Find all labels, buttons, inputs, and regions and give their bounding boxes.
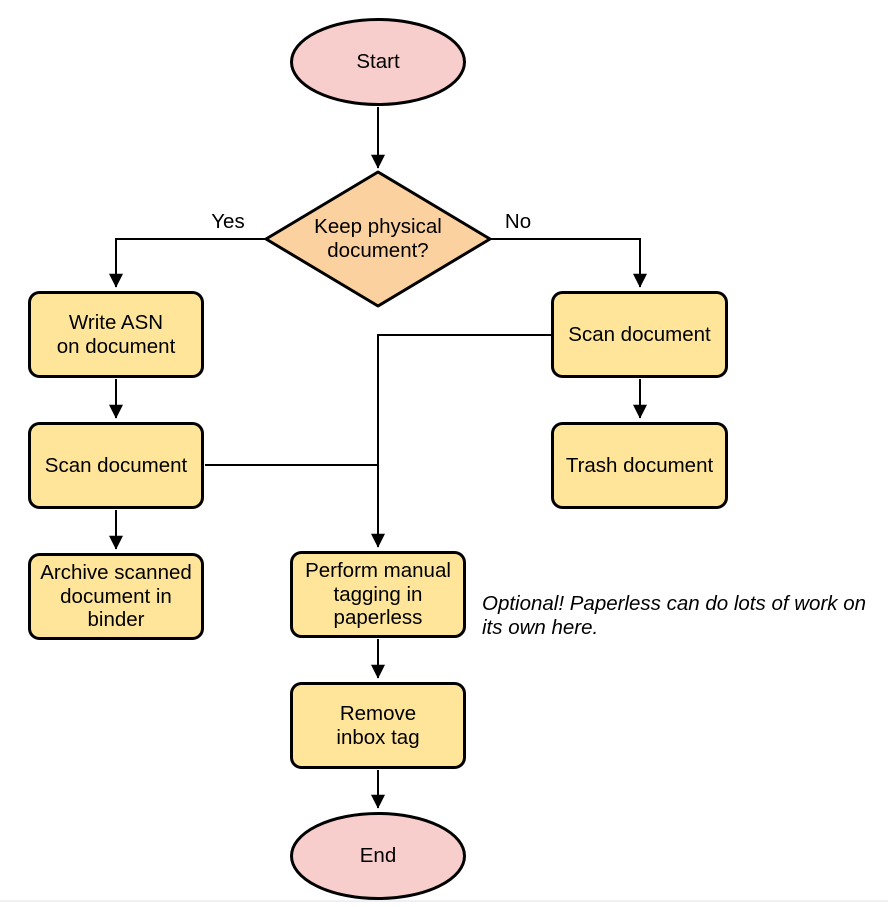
edge-scanright-to-tagging [371, 334, 551, 548]
archive-node-shape [28, 553, 204, 640]
scan-left-node-shape [28, 422, 204, 509]
edge-decision-no-branch [490, 238, 647, 288]
decision-node-shape [264, 170, 492, 308]
edge-label-no: No [504, 210, 532, 233]
optional-note: Optional! Paperless can do lots of work … [482, 592, 867, 639]
edge-decision-yes-branch [109, 238, 266, 288]
bottom-divider [0, 900, 888, 902]
start-node-shape [290, 18, 466, 106]
edge-label-yes: Yes [211, 210, 245, 233]
end-node-shape [290, 812, 466, 900]
write-asn-node-shape [28, 291, 204, 378]
tagging-node-shape [290, 551, 466, 638]
remove-inbox-node-shape [290, 682, 466, 769]
scan-right-node-shape [551, 291, 728, 378]
trash-node-shape [551, 422, 728, 509]
